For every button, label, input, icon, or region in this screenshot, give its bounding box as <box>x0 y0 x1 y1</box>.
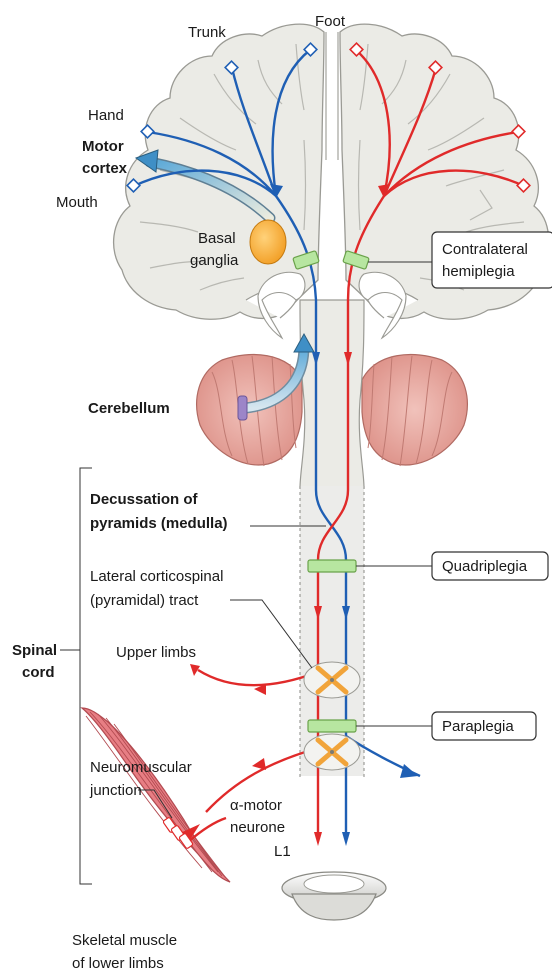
hand-label: Hand <box>88 107 124 124</box>
nmj-label-2: junction <box>89 782 142 799</box>
l1-label: L1 <box>274 843 291 860</box>
nmj-label-1: Neuromuscular <box>90 759 192 776</box>
basal-label-2: ganglia <box>190 252 239 269</box>
svg-text:Paraplegia: Paraplegia <box>442 718 514 735</box>
paraplegia-box: Paraplegia <box>432 712 536 740</box>
upper-limbs-label: Upper limbs <box>116 644 196 661</box>
alpha-motor-label-1: α-motor <box>230 797 282 814</box>
skeletal-label-1: Skeletal muscle <box>72 932 177 949</box>
brainstem <box>300 300 364 488</box>
foot-label: Foot <box>315 13 346 30</box>
svg-text:Contralateral: Contralateral <box>442 241 528 258</box>
cerebellar-terminal <box>238 396 247 420</box>
svg-text:Quadriplegia: Quadriplegia <box>442 558 528 575</box>
svg-text:hemiplegia: hemiplegia <box>442 263 515 280</box>
skeletal-label-2: of lower limbs <box>72 955 164 972</box>
motor-cortex-label-2: cortex <box>82 160 128 177</box>
cerebellum-label: Cerebellum <box>88 400 170 417</box>
contralateral-hemiplegia-box: Contralateral hemiplegia <box>432 232 552 288</box>
lateral-tract-label-1: Lateral corticospinal <box>90 568 223 585</box>
cerebellum-right <box>362 355 467 466</box>
decussation-label-1: Decussation of <box>90 491 199 508</box>
l1-vertebra <box>282 872 386 920</box>
alpha-motor-label-2: neurone <box>230 819 285 836</box>
basal-label-1: Basal <box>198 230 236 247</box>
spinal-cord-label-2: cord <box>22 664 55 681</box>
lesion-thoracic <box>308 720 356 732</box>
mouth-label: Mouth <box>56 194 98 211</box>
spinal-segment-lumbar <box>304 734 360 770</box>
trunk-label: Trunk <box>188 24 226 41</box>
lesion-cervical <box>308 560 356 572</box>
decussation-label-2: pyramids (medulla) <box>90 515 228 532</box>
spinal-cord-label-1: Spinal <box>12 642 57 659</box>
quadriplegia-box: Quadriplegia <box>432 552 548 580</box>
basal-ganglia <box>250 220 286 264</box>
lateral-tract-label-2: (pyramidal) tract <box>90 592 199 609</box>
motor-cortex-label-1: Motor <box>82 138 124 155</box>
spinal-segment-cervical <box>304 662 360 698</box>
